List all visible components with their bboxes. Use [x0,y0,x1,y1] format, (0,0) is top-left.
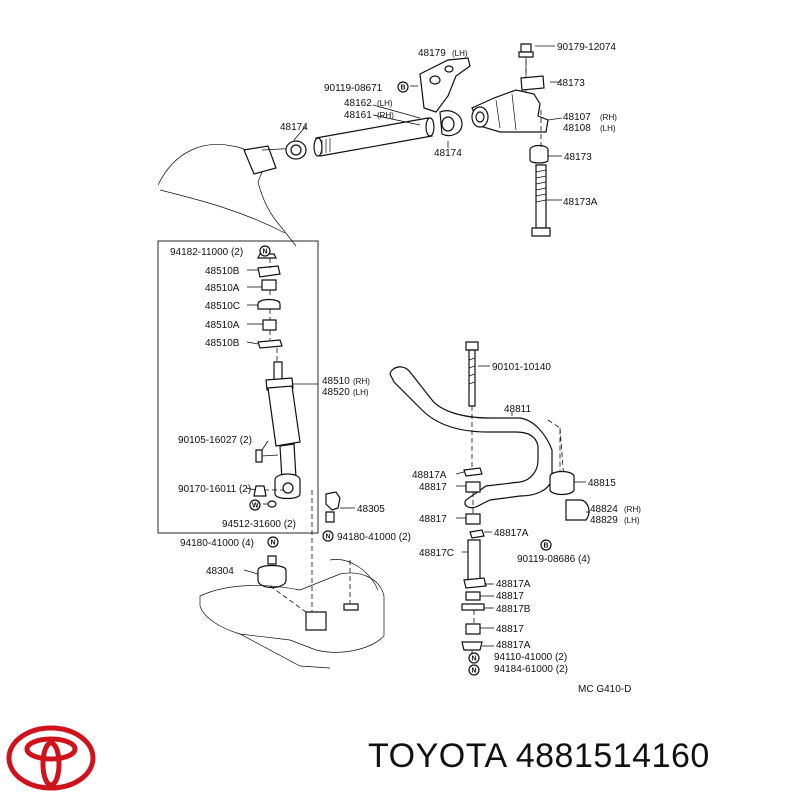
symbol-n-circle-5 [468,664,480,676]
label-94184-61000: 94184-61000 (2) [494,664,568,675]
label-48829: 48829 [590,515,618,526]
label-94512-31600: 94512-31600 (2) [222,519,296,530]
lower-left-assembly: 48305 N 94180-41000 (2) 94180-41000 (4) … [180,490,411,669]
symbol-w-circle [249,499,261,511]
symbol-n-circle-4 [468,652,480,664]
label-48817B: 48817B [496,604,531,615]
label-48817C: 48817C [419,548,454,559]
parts-diagram: 48179 (LH) 90179-12074 90119-08671 B 481… [157,42,641,695]
symbol-n-2: N [326,534,331,541]
label-48510B-2: 48510B [205,338,240,349]
label-48510A-1: 48510A [205,283,240,294]
label-48817A-4: 48817A [496,640,531,651]
label-48173-mid: 48173 [564,152,592,163]
label-48520: 48520 [322,387,350,398]
symbol-w: W [252,503,259,510]
label-48520-side: (LH) [353,388,369,397]
label-48815: 48815 [588,478,616,489]
label-48510-side: (RH) [353,377,370,386]
label-48510C: 48510C [205,301,240,312]
label-90170-16011: 90170-16011 (2) [178,484,251,495]
label-48179: 48179 [418,48,446,59]
label-48817A-2: 48817A [494,528,529,539]
symbol-n-circle-3 [267,536,279,548]
label-48174-left: 48174 [280,122,308,133]
label-48817-2: 48817 [419,514,447,525]
label-48510B-1: 48510B [205,266,240,277]
label-48108-side: (LH) [600,124,616,133]
label-48108: 48108 [563,123,591,134]
label-94110-41000: 94110-41000 (2) [494,652,567,663]
label-48829-side: (LH) [624,516,640,525]
label-48817-4: 48817 [496,624,524,635]
label-48161-side: (RH) [377,111,394,120]
label-48161: 48161 [344,110,372,121]
label-48824: 48824 [590,504,618,515]
label-48304: 48304 [206,566,234,577]
label-48179-side: (LH) [452,49,468,58]
label-90119-08686: 90119-08686 (4) [517,554,590,565]
label-48173-top: 48173 [557,78,585,89]
label-48162: 48162 [344,98,372,109]
toyota-logo-icon [6,725,96,791]
label-48817A-3: 48817A [496,579,531,590]
label-94180-41000-2: 94180-41000 (2) [337,532,411,543]
symbol-n-1: N [263,249,268,256]
label-48817-1: 48817 [419,482,447,493]
label-48107: 48107 [563,112,591,123]
label-48173A: 48173A [563,197,598,208]
label-90101-10140: 90101-10140 [492,362,551,373]
symbol-b: B [401,85,406,92]
label-48305: 48305 [357,504,385,515]
symbol-n-circle-1 [259,245,271,257]
diagram-code: MC G410-D [578,684,631,695]
stabilizer-assembly: 90101-10140 48811 48815 48824 (RH) 48829… [389,341,641,695]
label-90119-08671: 90119-08671 [324,83,383,94]
label-48174-mid: 48174 [434,148,462,159]
shock-absorber-assembly: 94182-11000 (2) N 48510B 48510A 48510C 4… [157,240,370,534]
symbol-n-circle-2 [322,530,334,542]
label-48824-side: (RH) [624,505,641,514]
label-90105-16027: 90105-16027 (2) [178,435,252,446]
label-48510A-2: 48510A [205,320,240,331]
label-94182-11000-text: 94182-11000 (2) [170,247,243,258]
label-48510: 48510 [322,376,350,387]
brand-part-number: TOYOTA 4881514160 [368,737,710,775]
label-48162-side: (LH) [377,99,393,108]
shock-group-frame [157,240,319,534]
symbol-n-4: N [472,656,477,663]
symbol-b-circle-2 [540,539,552,551]
symbol-n-5: N [472,668,477,675]
symbol-n-3: N [271,540,276,547]
upper-assembly: 48179 (LH) 90179-12074 90119-08671 B 481… [157,42,617,247]
label-48817A-1: 48817A [412,470,447,481]
label-48811: 48811 [504,404,532,415]
label-48107-side: (RH) [600,113,617,122]
symbol-b-2: B [544,543,549,550]
label-90179-12074: 90179-12074 [557,42,616,53]
label-94180-41000-4: 94180-41000 (4) [180,538,254,549]
label-48817-3: 48817 [496,591,524,602]
symbol-b-circle [397,81,409,93]
